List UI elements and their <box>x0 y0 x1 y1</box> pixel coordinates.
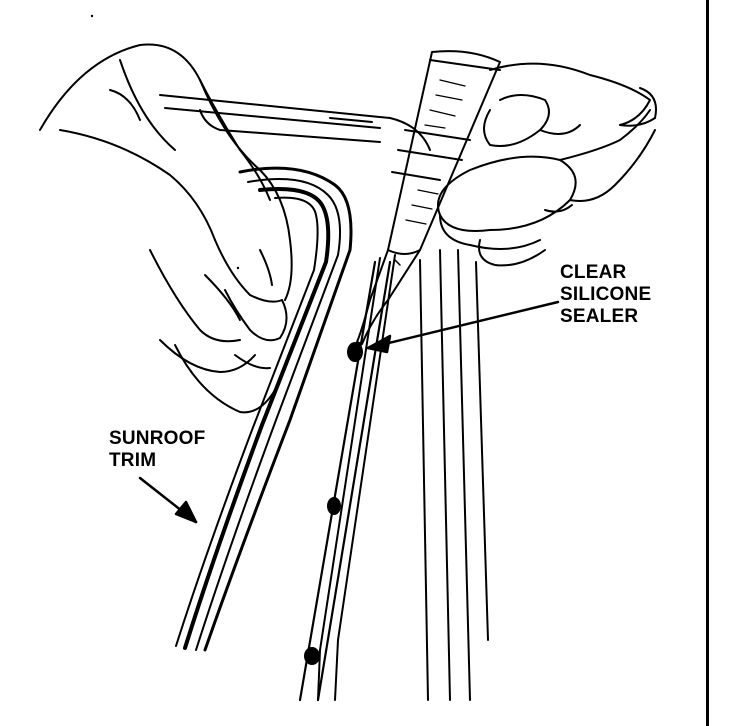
label-line: TRIM <box>109 450 157 471</box>
label-sunroof-trim: SUNROOF TRIM <box>109 428 205 472</box>
print-specks <box>90 14 240 270</box>
label-line: CLEAR <box>560 262 627 283</box>
sealer-rail <box>298 260 392 702</box>
label-line: SILICONE <box>560 284 652 305</box>
leader-arrows <box>138 300 560 524</box>
sunroof-trim-strip <box>175 166 353 652</box>
label-line: SEALER <box>560 306 639 327</box>
label-line: SUNROOF <box>109 428 206 449</box>
sealer-tube <box>356 50 501 345</box>
left-hand <box>39 43 293 414</box>
label-clear-silicone-sealer: CLEAR SILICONE SEALER <box>560 262 651 328</box>
right-hand <box>437 62 657 267</box>
sealer-dabs <box>304 342 363 665</box>
page-border-rule <box>706 0 709 726</box>
